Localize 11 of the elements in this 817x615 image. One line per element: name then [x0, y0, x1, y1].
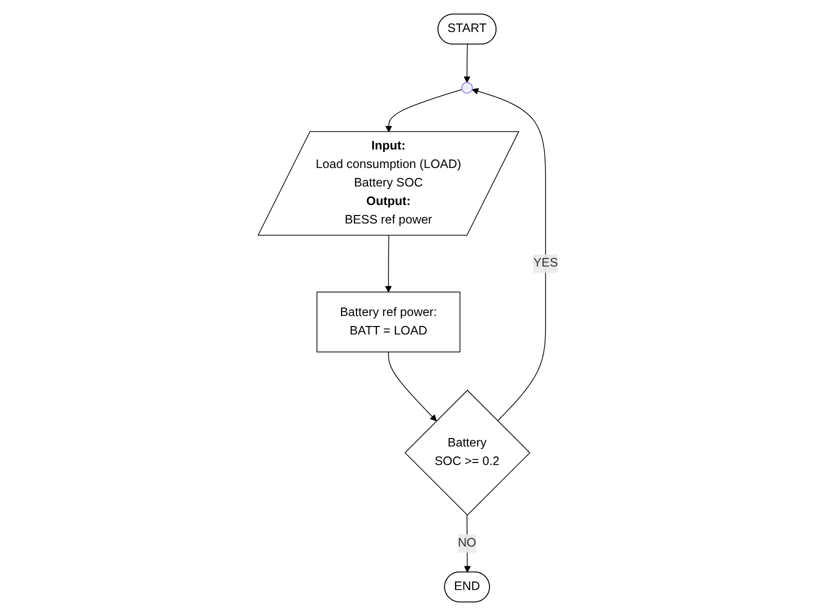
arrow: [464, 514, 472, 572]
arrow: [386, 88, 463, 132]
arrow: [464, 44, 471, 82]
node-diamond: Battery SOC >= 0.2: [404, 389, 531, 516]
edge-label: YES: [534, 256, 558, 270]
arrow: [386, 234, 392, 292]
arrow: [472, 88, 546, 421]
node-box: Battery ref power: BATT = LOAD: [317, 291, 461, 352]
edge-label: NO: [458, 536, 477, 550]
arrow: [388, 351, 438, 421]
node-circle: [462, 82, 474, 94]
